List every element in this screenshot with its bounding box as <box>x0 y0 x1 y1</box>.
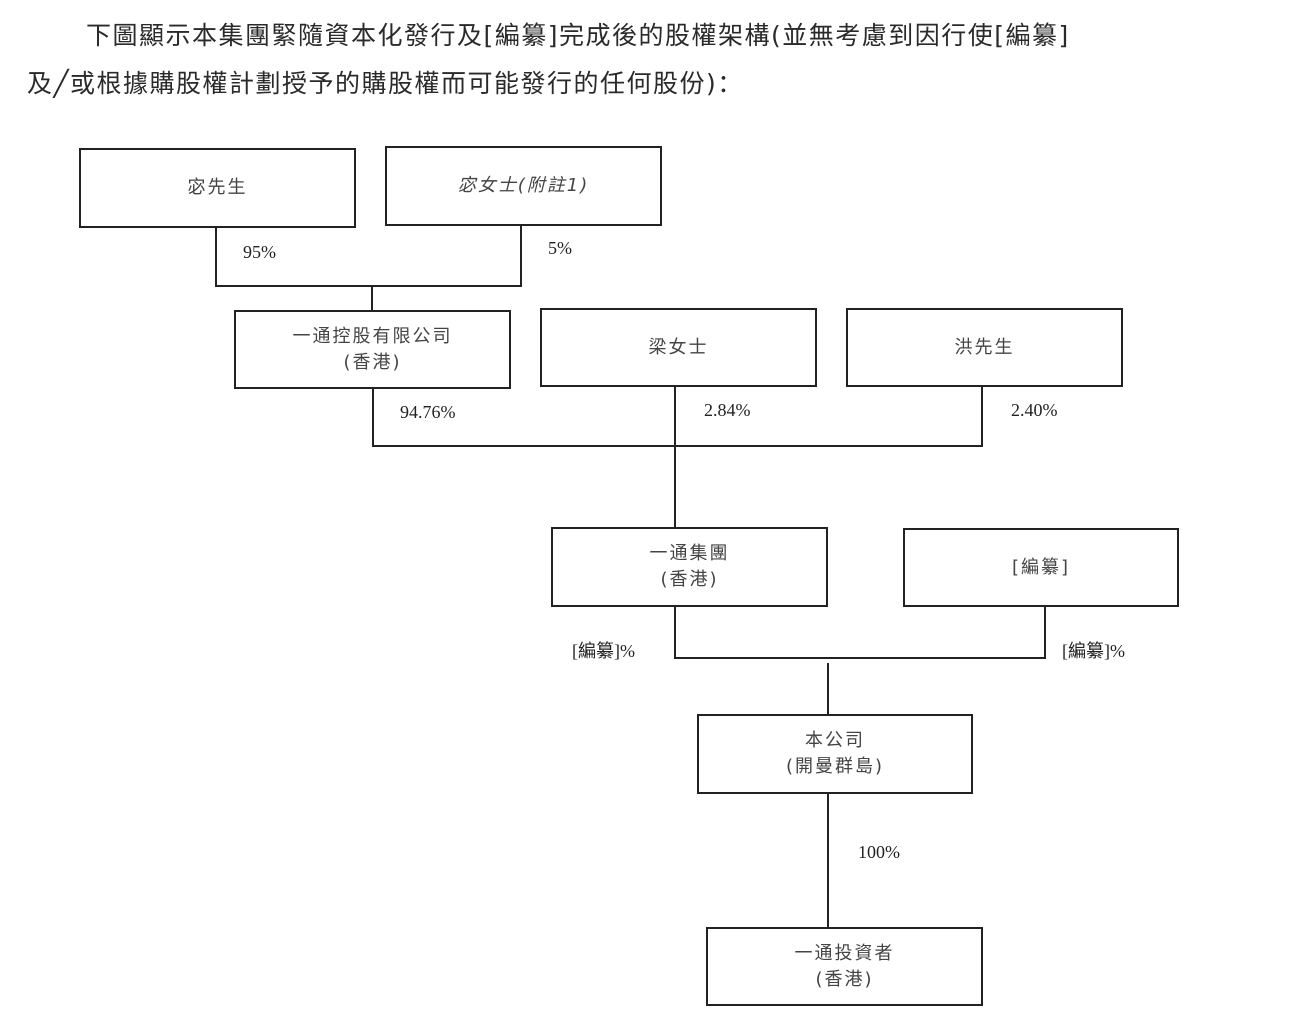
entity-name: 宓女士(附註1) <box>457 175 590 196</box>
share-hong: 2.40% <box>1011 400 1058 420</box>
entity-name: 梁女士 <box>648 336 709 358</box>
entity-mr-hong: 洪先生 <box>846 308 1123 387</box>
entity-ms-mi: 宓女士(附註1) <box>385 146 662 226</box>
share-company: 100% <box>858 842 900 862</box>
share-mr-mi: 95% <box>243 242 276 262</box>
entity-place: (香港) <box>660 569 719 590</box>
share-ms-mi: 5% <box>548 238 572 258</box>
entity-investor: 一通投資者 (香港) <box>706 927 983 1006</box>
share-holdings: 94.76% <box>400 402 456 422</box>
share-group: [編纂]% <box>572 641 635 661</box>
entity-name: 一通集團 <box>649 543 730 564</box>
line-group-redacted <box>674 606 1046 659</box>
entity-name: 洪先生 <box>954 336 1015 358</box>
entity-place: (開曼群島) <box>785 756 885 777</box>
entity-company: 本公司 (開曼群島) <box>697 714 973 794</box>
entity-name: [編纂] <box>1011 556 1071 578</box>
line-mi-to-holdings <box>215 225 522 287</box>
entity-ms-liang: 梁女士 <box>540 308 817 387</box>
entity-group: 一通集團 (香港) <box>551 527 828 607</box>
share-redacted: [編纂]% <box>1062 641 1125 661</box>
entity-holdings: 一通控股有限公司 (香港) <box>234 310 511 389</box>
line-holders-to-group <box>372 386 983 447</box>
entity-redacted: [編纂] <box>903 528 1179 607</box>
entity-name: 一通投資者 <box>794 942 895 964</box>
share-liang: 2.84% <box>704 400 751 420</box>
entity-name: 一通控股有限公司 <box>292 325 453 347</box>
intro-line-2: 及╱或根據購股權計劃授予的購股權而可能發行的任何股份)： <box>27 69 744 98</box>
entity-place: (香港) <box>343 351 402 373</box>
entity-name: 宓先生 <box>187 177 248 198</box>
intro-line-1: 下圖顯示本集團緊隨資本化發行及[編纂]完成後的股權架構(並無考慮到因行使[編纂] <box>86 21 1070 50</box>
entity-name: 本公司 <box>805 730 865 751</box>
entity-mr-mi: 宓先生 <box>79 148 356 228</box>
entity-place: (香港) <box>815 968 874 990</box>
